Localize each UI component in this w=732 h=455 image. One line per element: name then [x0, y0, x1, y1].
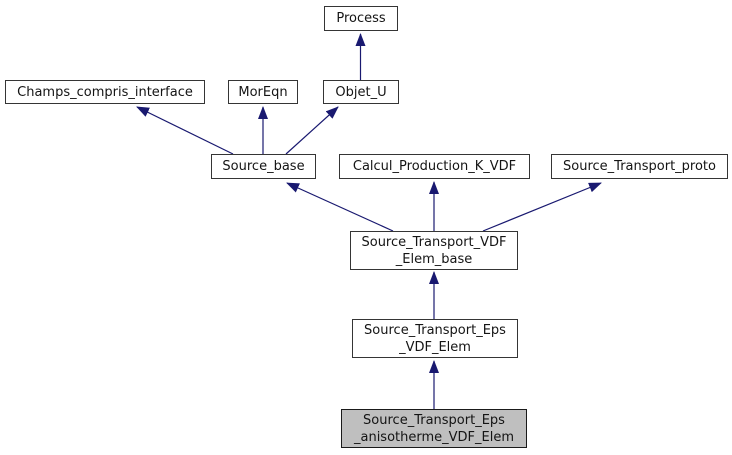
edge-source-base-to-champs-compris-interface: [136, 106, 234, 155]
class-node-label-line1: Source_Transport_Eps: [364, 322, 506, 338]
class-node-label-line2: _Elem_base: [395, 251, 473, 267]
class-node-calcul-production-k-vdf[interactable]: Calcul_Production_K_VDF: [339, 154, 530, 179]
edge-vdf-elem-base-to-source-base: [286, 182, 394, 232]
class-node-source-transport-eps-anisotherme-vdf-elem-current: Source_Transport_Eps _anisotherme_VDF_El…: [341, 409, 527, 448]
class-node-label: Source_base: [222, 159, 305, 174]
class-node-label-line1: Source_Transport_VDF: [361, 234, 507, 250]
class-node-process[interactable]: Process: [324, 6, 398, 31]
class-node-source-base[interactable]: Source_base: [211, 154, 316, 179]
class-node-objet-u[interactable]: Objet_U: [323, 80, 399, 104]
edge-vdf-elem-base-to-source-transport-proto: [482, 182, 602, 232]
class-node-source-transport-vdf-elem-base[interactable]: Source_Transport_VDF _Elem_base: [350, 231, 518, 270]
class-node-label-line1: Source_Transport_Eps: [363, 412, 505, 428]
edge-source-base-to-objet-u: [285, 106, 339, 155]
class-node-label: Calcul_Production_K_VDF: [352, 159, 517, 174]
class-node-label: MorEqn: [238, 84, 288, 100]
class-node-label: Process: [336, 11, 386, 26]
class-node-moreqn[interactable]: MorEqn: [228, 80, 298, 104]
class-node-label: Objet_U: [335, 84, 387, 100]
class-node-source-transport-eps-vdf-elem[interactable]: Source_Transport_Eps _VDF_Elem: [352, 319, 518, 358]
class-node-label: Champs_compris_interface: [17, 84, 193, 100]
class-node-label-line2: _VDF_Elem: [399, 339, 471, 355]
class-node-source-transport-proto[interactable]: Source_Transport_proto: [551, 154, 728, 179]
class-node-label-line2: _anisotherme_VDF_Elem: [353, 429, 515, 445]
class-node-label: Source_Transport_proto: [563, 159, 716, 174]
class-node-champs-compris-interface[interactable]: Champs_compris_interface: [5, 80, 205, 104]
